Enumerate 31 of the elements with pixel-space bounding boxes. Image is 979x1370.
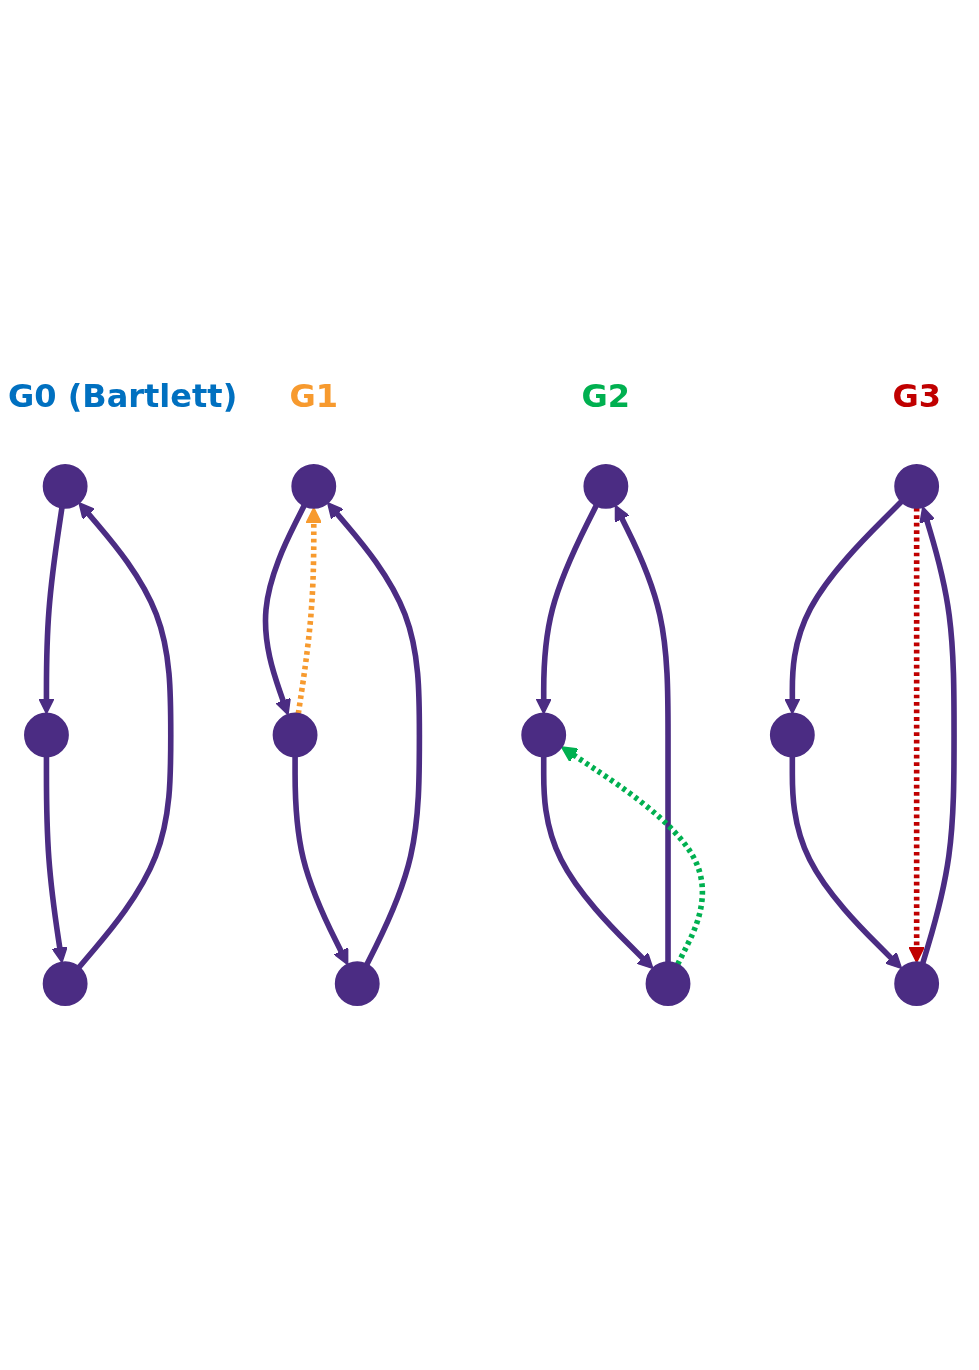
arrow — [76, 502, 174, 970]
graph-vertex — [42, 463, 88, 509]
graph-vertex — [24, 712, 69, 758]
graph-vertex — [583, 463, 629, 509]
arrow — [789, 756, 903, 970]
graph-title: G0 (Bartlett) — [8, 377, 238, 416]
graph-vertex — [272, 712, 318, 758]
arrow — [540, 756, 654, 970]
arrow — [535, 504, 599, 715]
arrow — [295, 507, 322, 715]
graph-title: G2 — [581, 377, 631, 416]
graph-vertex — [645, 961, 691, 1007]
graph-vertex — [894, 961, 940, 1007]
graph-vertex — [291, 463, 337, 509]
arrow — [292, 756, 349, 966]
arrow — [908, 507, 925, 963]
graph-title: G3 — [892, 377, 941, 416]
graph-vertex — [334, 961, 380, 1007]
arrow — [919, 506, 957, 964]
graph-title: G1 — [289, 377, 339, 416]
arrow — [560, 746, 706, 966]
graph-vertex — [42, 961, 88, 1007]
arrow — [784, 499, 904, 715]
graph-vertex — [769, 712, 815, 758]
arrow — [326, 502, 423, 966]
arrow — [43, 756, 68, 964]
graph-vertex — [894, 463, 940, 509]
arrow — [614, 504, 671, 963]
arrow — [38, 507, 65, 715]
graph-vertex — [521, 712, 567, 758]
arrow — [262, 504, 307, 716]
